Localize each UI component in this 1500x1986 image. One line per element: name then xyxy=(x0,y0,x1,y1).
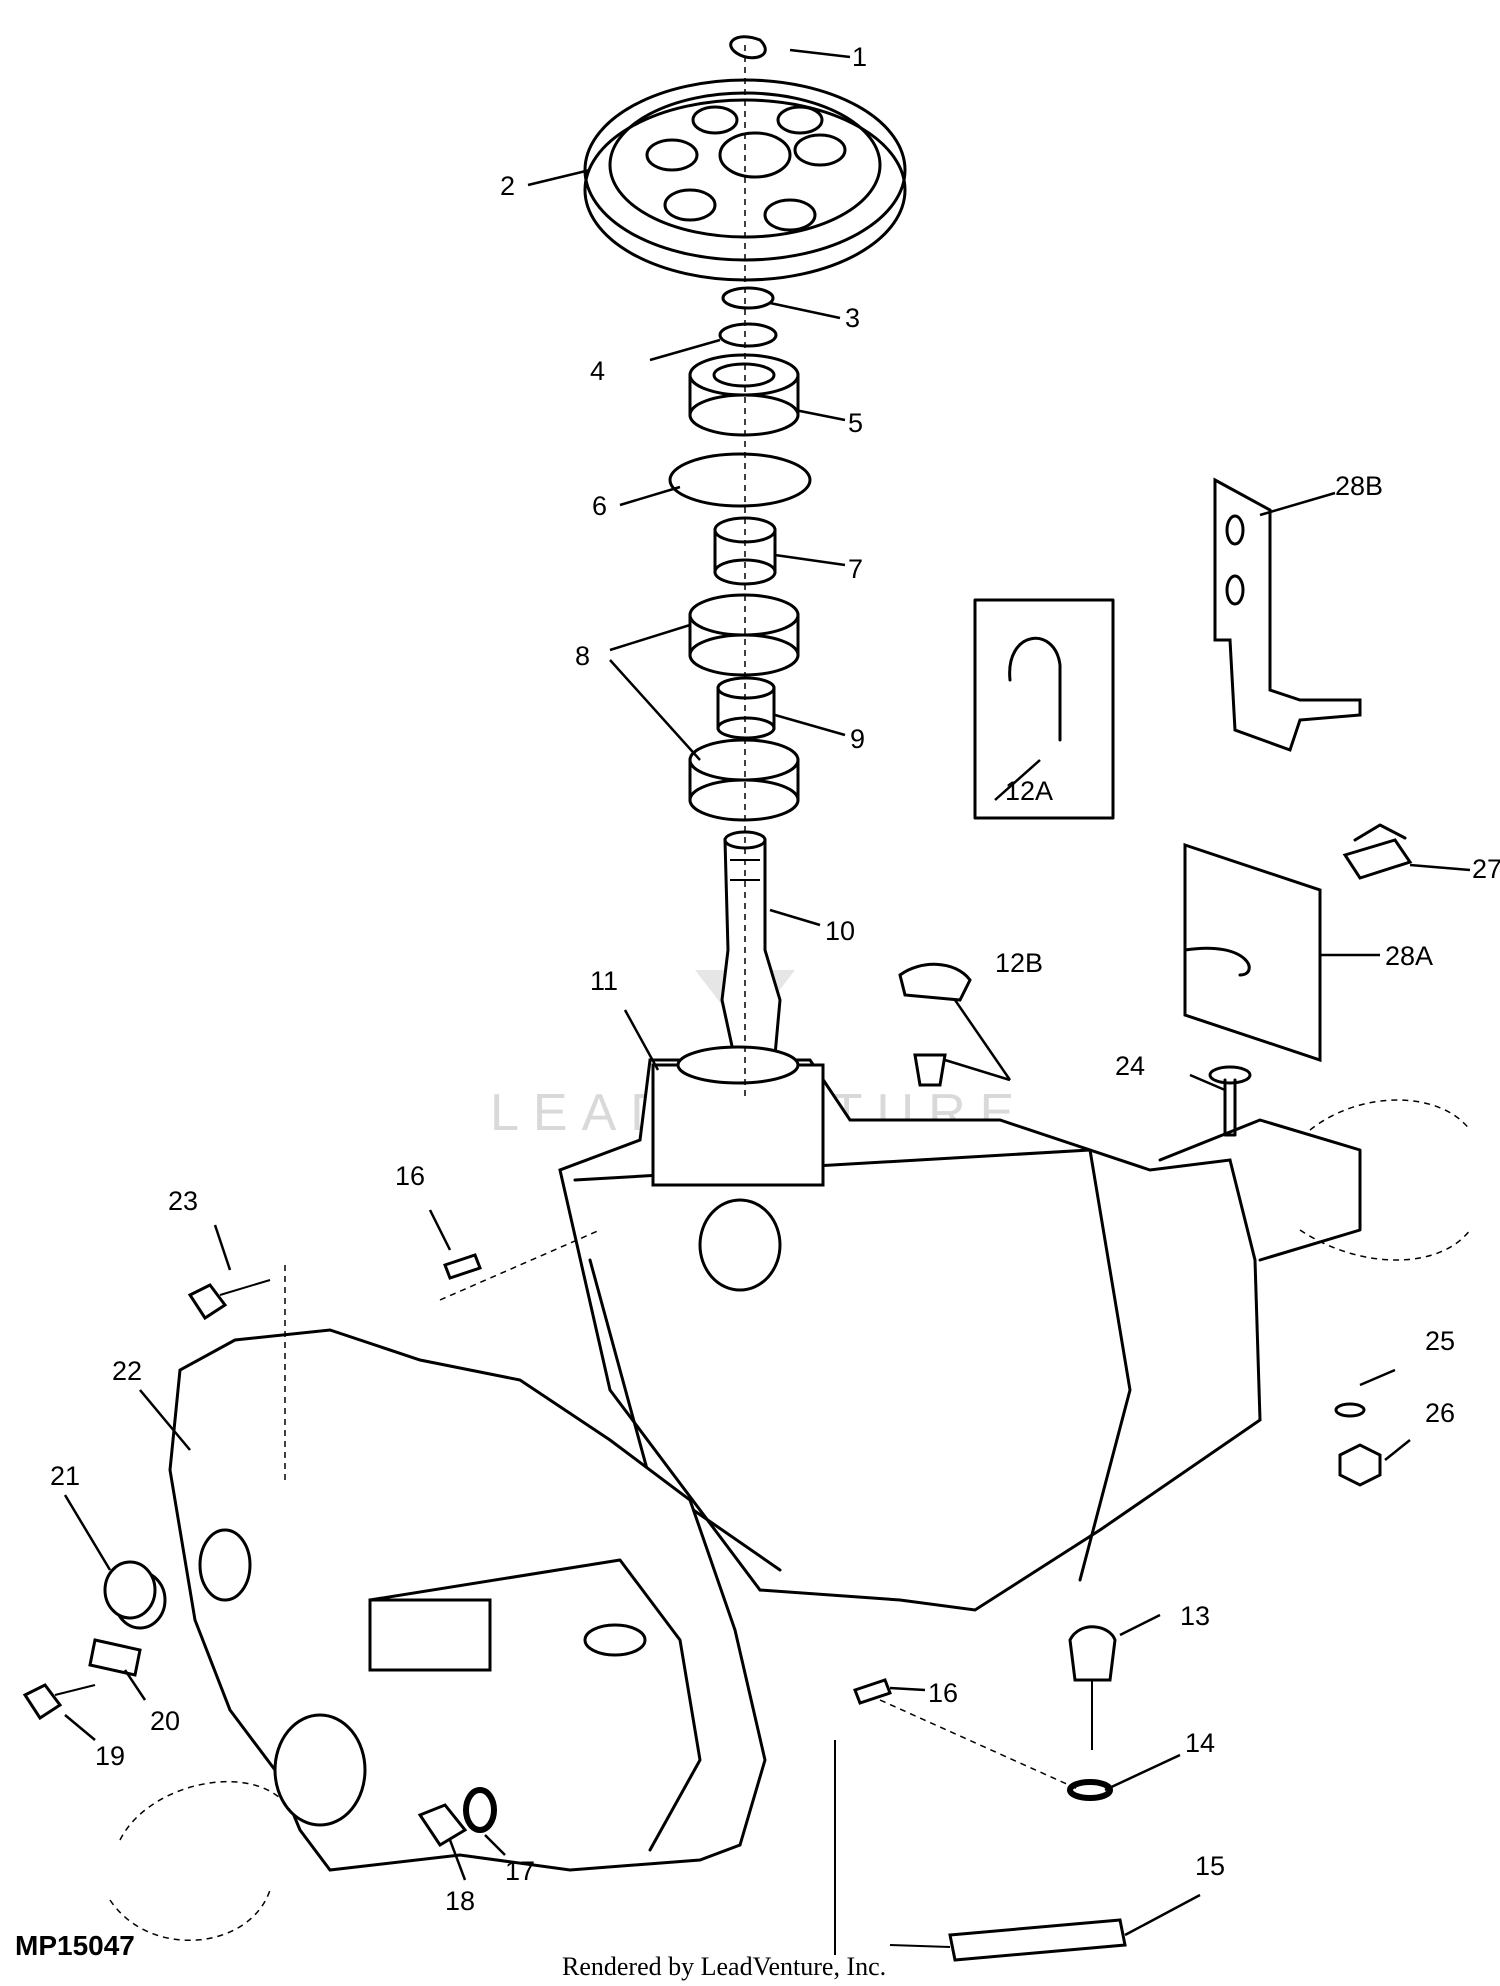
callout-12b: 12B xyxy=(995,948,1043,978)
callout-10: 10 xyxy=(825,916,855,946)
callout-9: 9 xyxy=(850,724,865,754)
part-18-drain-plug xyxy=(417,1803,468,1848)
callout-18: 18 xyxy=(445,1886,475,1916)
part-22-left-case xyxy=(109,1328,767,1941)
part-25-washer xyxy=(1334,1402,1366,1418)
figure-id: MP15047 xyxy=(15,1930,135,1961)
callout-7: 7 xyxy=(848,554,863,584)
part-17-oring xyxy=(463,1787,497,1833)
part-27-bolt xyxy=(1342,823,1413,880)
part-16-dowel-upper xyxy=(443,1253,482,1280)
part-19-bolt xyxy=(22,1683,96,1721)
part-6-retaining-ring xyxy=(668,452,812,508)
part-20-washer xyxy=(88,1638,142,1677)
callout-6: 6 xyxy=(592,491,607,521)
part-12a-hose-box xyxy=(973,598,1115,820)
callout-3: 3 xyxy=(845,303,860,333)
callout-13: 13 xyxy=(1180,1601,1210,1631)
callout-labels: 1 2 3 4 5 6 7 8 9 10 11 12A 12B 13 14 15… xyxy=(50,42,1500,1916)
part-1-eclip xyxy=(729,35,767,60)
part-4-washer xyxy=(718,322,778,348)
part-14-washer xyxy=(1067,1779,1113,1801)
callout-2: 2 xyxy=(500,171,515,201)
callout-4: 4 xyxy=(590,356,605,386)
callout-16-upper: 16 xyxy=(395,1161,425,1191)
callout-23: 23 xyxy=(168,1186,198,1216)
callout-17: 17 xyxy=(505,1856,535,1886)
part-12b-fitting xyxy=(898,962,972,1087)
part-28a-plate xyxy=(1183,842,1322,1063)
callout-12a: 12A xyxy=(1005,776,1053,806)
part-8-bearings xyxy=(688,593,800,822)
callout-20: 20 xyxy=(150,1706,180,1736)
callout-27: 27 xyxy=(1472,854,1500,884)
part-16-dowel-lower xyxy=(853,1678,892,1705)
callout-25: 25 xyxy=(1425,1326,1455,1356)
part-9-spacer xyxy=(716,676,776,740)
callout-15: 15 xyxy=(1195,1851,1225,1881)
callout-24: 24 xyxy=(1115,1051,1145,1081)
part-11-right-case xyxy=(558,1045,1471,1612)
callout-28b: 28B xyxy=(1335,471,1383,501)
callout-16-lower: 16 xyxy=(928,1678,958,1708)
part-10-pinion-shaft xyxy=(720,830,782,1062)
callout-26: 26 xyxy=(1425,1398,1455,1428)
callout-8: 8 xyxy=(575,641,590,671)
leader-lines xyxy=(63,48,1471,1937)
part-3-snap-ring xyxy=(721,286,775,310)
part-21-plug xyxy=(103,1560,167,1630)
credit-line: Rendered by LeadVenture, Inc. xyxy=(562,1952,886,1981)
part-13-fill-cap xyxy=(1068,1625,1117,1750)
assembly-lines xyxy=(284,45,1081,1955)
part-23-bolt xyxy=(187,1279,271,1321)
part-5-bearing xyxy=(688,353,800,437)
part-26-nut xyxy=(1338,1443,1382,1487)
callout-21: 21 xyxy=(50,1461,80,1491)
callout-1: 1 xyxy=(852,42,867,72)
callout-14: 14 xyxy=(1185,1728,1215,1758)
callout-11: 11 xyxy=(590,966,618,996)
part-28b-bracket xyxy=(1213,477,1362,752)
callout-28a: 28A xyxy=(1385,941,1433,971)
callout-19: 19 xyxy=(95,1741,125,1771)
part-24-bolt xyxy=(1208,1065,1252,1137)
callout-5: 5 xyxy=(848,408,863,438)
callout-22: 22 xyxy=(112,1356,142,1386)
part-15-dipstick xyxy=(889,1918,1127,1962)
